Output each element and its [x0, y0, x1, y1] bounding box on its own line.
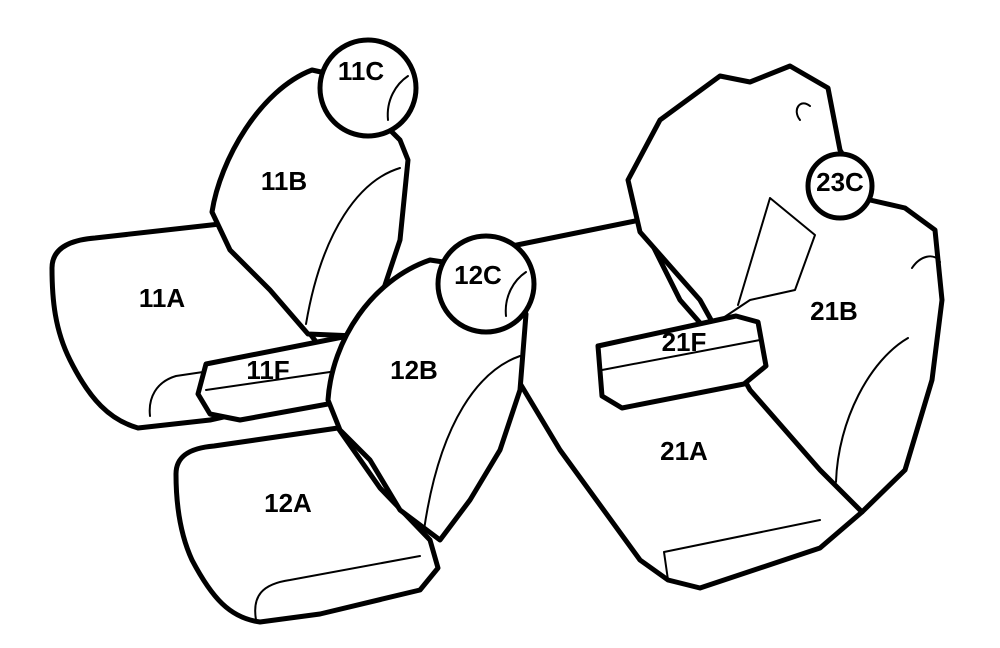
rear-backrest-seam-2	[835, 337, 909, 483]
label-21a: 21A	[660, 436, 708, 466]
front-left-headrest-seam	[386, 75, 409, 121]
label-12b: 12B	[390, 355, 438, 385]
front-right-headrest-12c[interactable]	[435, 233, 537, 335]
front-left-backrest-seam	[305, 167, 401, 325]
rear-seat-21b-backrest[interactable]	[625, 63, 945, 515]
front-right-headrest-seam	[504, 271, 527, 317]
front-right-seat-12a-cushion[interactable]	[173, 425, 441, 625]
label-11a: 11A	[139, 283, 185, 313]
label-11b: 11B	[261, 166, 307, 196]
front-right-cushion-front-edge	[254, 555, 421, 621]
rear-armrest-edge	[601, 339, 761, 371]
front-right-backrest-seam	[423, 355, 521, 531]
rear-armrest-21f[interactable]	[595, 313, 769, 411]
label-21b: 21B	[810, 296, 858, 326]
label-12a: 12A	[264, 488, 312, 518]
front-left-headrest-11c[interactable]	[317, 37, 419, 139]
rear-cushion-front-edge	[663, 519, 821, 581]
label-11c: 11C	[338, 56, 384, 86]
rear-seat-21a-cushion[interactable]	[509, 217, 865, 591]
label-21f: 21F	[662, 327, 707, 357]
rear-headrest-23c[interactable]	[805, 151, 875, 221]
rear-backrest-top-seam	[795, 102, 941, 269]
front-left-armrest-edge	[205, 371, 331, 391]
front-left-cushion-front-edge	[148, 367, 231, 417]
label-12c: 12C	[454, 260, 502, 290]
label-23c: 23C	[816, 167, 864, 197]
label-11f: 11F	[246, 355, 289, 385]
